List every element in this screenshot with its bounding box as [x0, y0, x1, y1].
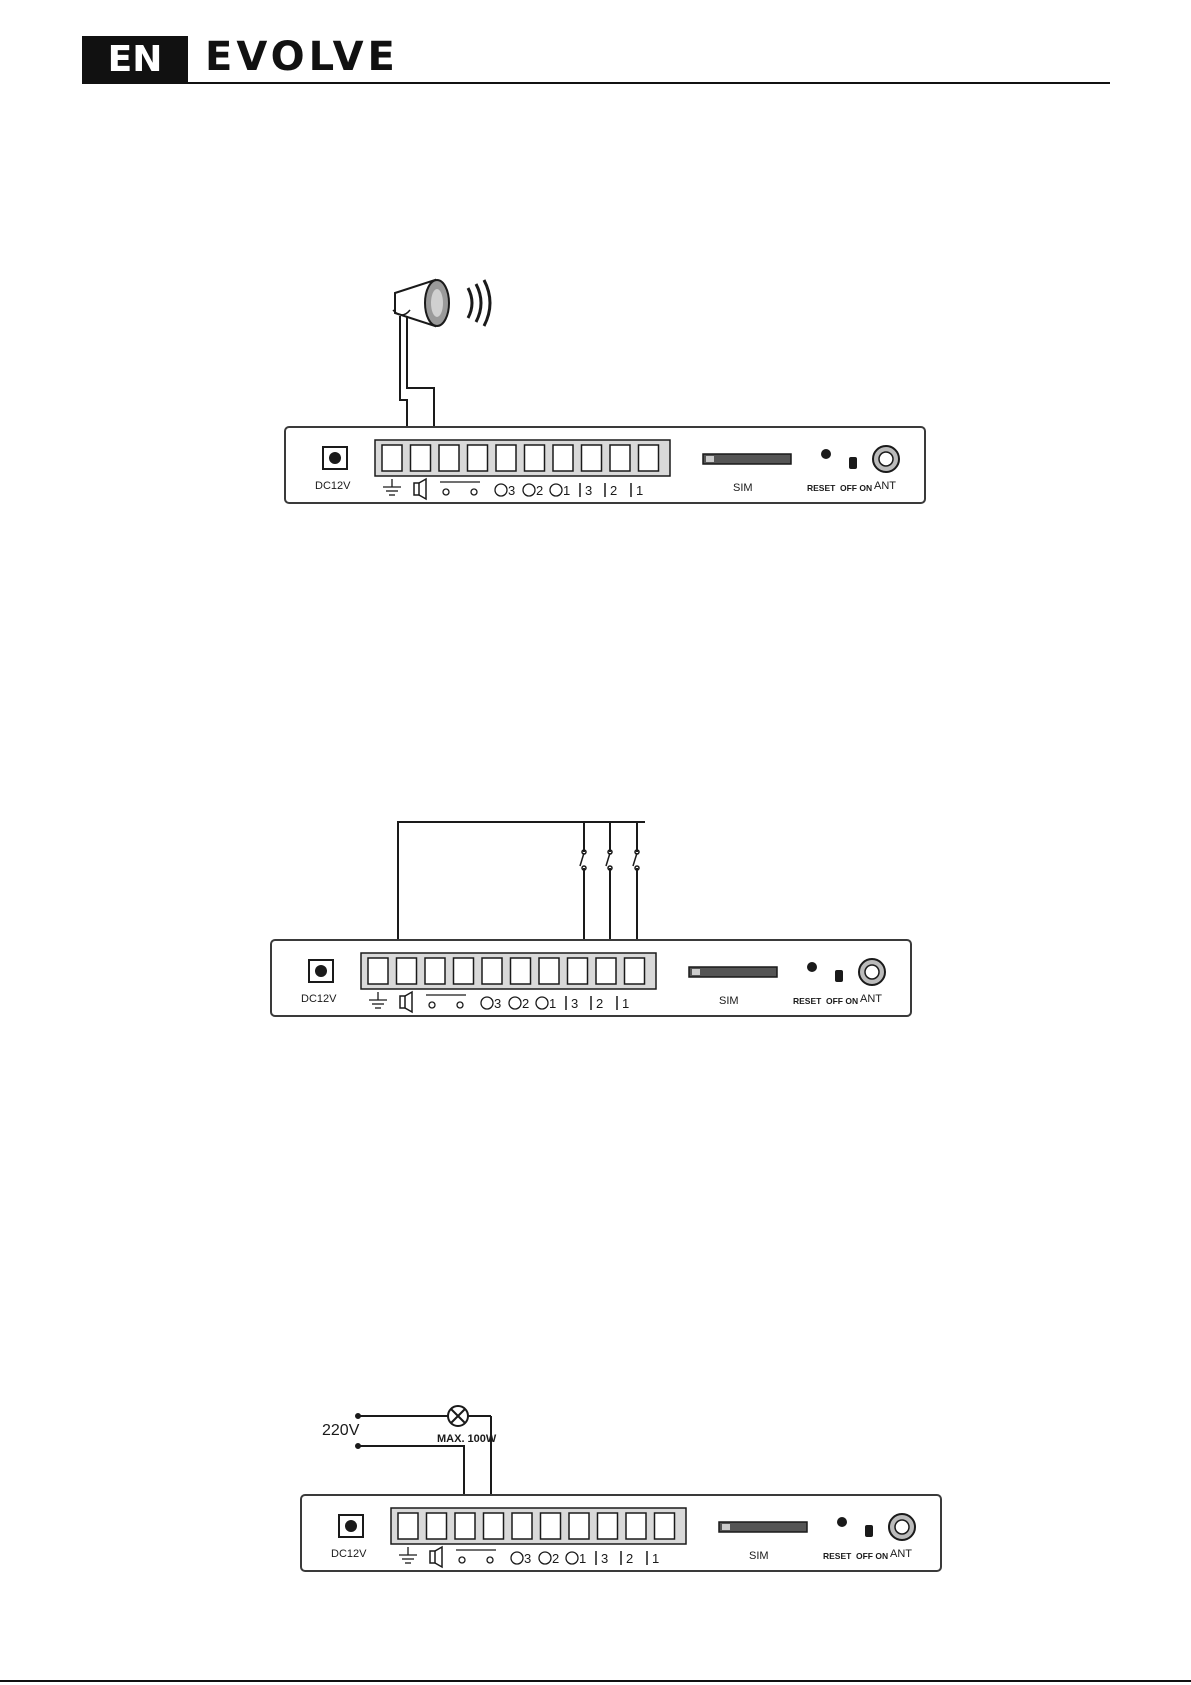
- terminal-block: [541, 1513, 561, 1539]
- terminal-block: [582, 445, 602, 471]
- terminal-block: [468, 445, 488, 471]
- input-label: 3: [571, 996, 578, 1011]
- output-label: 3: [508, 483, 515, 498]
- sim-label: SIM: [733, 482, 753, 494]
- input-label: 2: [626, 1551, 633, 1566]
- power-label: DC12V: [331, 1548, 367, 1560]
- terminal-block: [496, 445, 516, 471]
- terminal-block: [625, 958, 645, 984]
- power-switch: [835, 970, 843, 982]
- power-switch: [849, 457, 857, 469]
- terminal-block: [553, 445, 573, 471]
- terminal-block: [439, 445, 459, 471]
- page-header: EN EVOLVE: [0, 0, 1191, 100]
- terminal-block: [398, 1513, 418, 1539]
- brand-logo: EVOLVE: [205, 32, 399, 82]
- input-label: 3: [601, 1551, 608, 1566]
- power-jack: [309, 960, 333, 982]
- terminal-block: [455, 1513, 475, 1539]
- sim-slot: [719, 1522, 807, 1532]
- output-label: 2: [552, 1551, 559, 1566]
- antenna-label: ANT: [874, 480, 896, 492]
- terminal-block: [512, 1513, 532, 1539]
- switch-label: OFF ON: [856, 1551, 888, 1561]
- output-label: 1: [563, 483, 570, 498]
- output-label: 3: [494, 996, 501, 1011]
- output-label: 2: [536, 483, 543, 498]
- terminal-block: [598, 1513, 618, 1539]
- reset-button: [821, 449, 831, 459]
- terminal-block: [639, 445, 659, 471]
- reset-label: RESET: [807, 483, 836, 493]
- input-label: 1: [622, 996, 629, 1011]
- terminal-block: [427, 1513, 447, 1539]
- terminal-block: [382, 445, 402, 471]
- footer-divider: [0, 1680, 1191, 1682]
- terminal-block: [539, 958, 559, 984]
- input-label: 2: [610, 483, 617, 498]
- antenna-label: ANT: [860, 993, 882, 1005]
- output-label: 2: [522, 996, 529, 1011]
- terminal-block: [569, 1513, 589, 1539]
- input-label: 1: [636, 483, 643, 498]
- terminal-block: [596, 958, 616, 984]
- terminal-block: [368, 958, 388, 984]
- reset-button: [807, 962, 817, 972]
- terminal-block: [511, 958, 531, 984]
- terminal-block: [411, 445, 431, 471]
- antenna-label: ANT: [890, 1548, 912, 1560]
- switch-label: OFF ON: [840, 483, 872, 493]
- terminal-block: [454, 958, 474, 984]
- sim-slot: [703, 454, 791, 464]
- reset-label: RESET: [823, 1551, 852, 1561]
- power-label: DC12V: [315, 480, 351, 492]
- sim-slot: [689, 967, 777, 977]
- terminal-block: [610, 445, 630, 471]
- power-jack: [323, 447, 347, 469]
- switch-wiring-svg: DC12V321321SIMRESETOFF ONANT: [0, 800, 1191, 1050]
- power-switch: [865, 1525, 873, 1537]
- sim-label: SIM: [749, 1550, 769, 1562]
- terminal-block: [482, 958, 502, 984]
- output-label: 1: [579, 1551, 586, 1566]
- output-label: 3: [524, 1551, 531, 1566]
- input-label: 1: [652, 1551, 659, 1566]
- terminal-block: [525, 445, 545, 471]
- input-label: 3: [585, 483, 592, 498]
- input-label: 2: [596, 996, 603, 1011]
- lamp-rating-label: MAX. 100W: [437, 1433, 497, 1445]
- header-divider: [82, 82, 1110, 84]
- terminal-block: [484, 1513, 504, 1539]
- reset-label: RESET: [793, 996, 822, 1006]
- language-badge: EN: [82, 36, 188, 84]
- antenna-connector: [859, 959, 885, 985]
- antenna-connector: [873, 446, 899, 472]
- sim-label: SIM: [719, 995, 739, 1007]
- power-label: DC12V: [301, 993, 337, 1005]
- output-label: 1: [549, 996, 556, 1011]
- switch-label: OFF ON: [826, 996, 858, 1006]
- terminal-block: [568, 958, 588, 984]
- antenna-connector: [889, 1514, 915, 1540]
- terminal-block: [425, 958, 445, 984]
- terminal-block: [655, 1513, 675, 1539]
- power-jack: [339, 1515, 363, 1537]
- lamp-icon: [448, 1406, 468, 1426]
- switch-icon: [580, 850, 639, 870]
- terminal-block: [626, 1513, 646, 1539]
- terminal-block: [397, 958, 417, 984]
- voltage-label: 220V: [322, 1422, 360, 1439]
- reset-button: [837, 1517, 847, 1527]
- switch-wires: [398, 822, 645, 946]
